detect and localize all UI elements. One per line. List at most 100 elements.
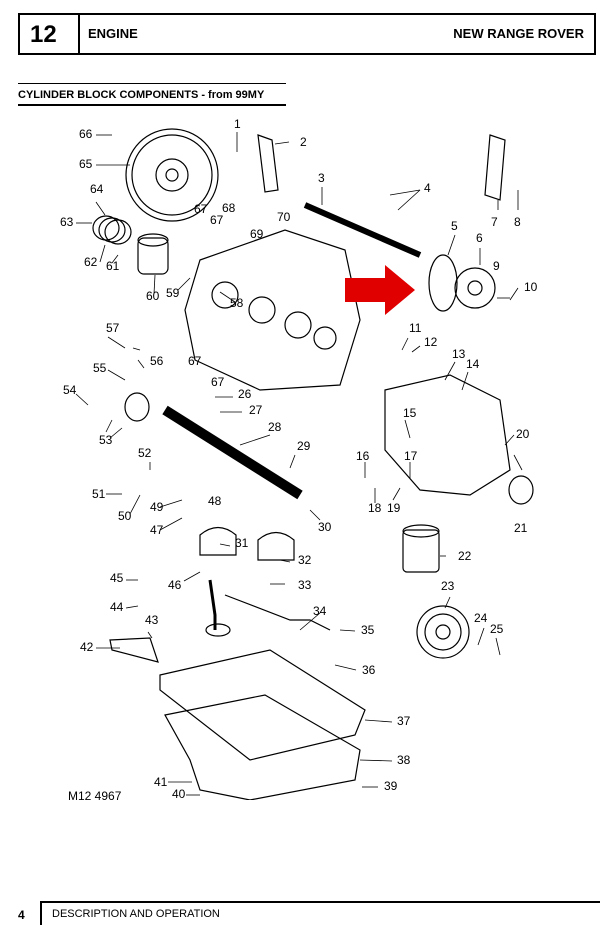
callout-16: 16 <box>356 449 370 463</box>
callout-58: 58 <box>230 296 244 310</box>
callout-14: 14 <box>466 357 480 371</box>
piston-rings-drawing <box>92 215 120 241</box>
callout-64: 64 <box>90 182 104 196</box>
callout-6: 6 <box>476 231 483 245</box>
callout-50: 50 <box>118 509 132 523</box>
callout-49: 49 <box>150 500 164 514</box>
footer-section-label: DESCRIPTION AND OPERATION <box>52 908 220 920</box>
footer-page-number: 4 <box>18 908 25 922</box>
section-number: 12 <box>30 21 57 48</box>
callout-34: 34 <box>313 604 327 618</box>
callout-7: 7 <box>491 215 498 229</box>
callout-67: 67 <box>210 213 224 227</box>
flywheel-drawing <box>125 128 219 222</box>
bearing-cap-drawing <box>199 526 237 556</box>
callout-15: 15 <box>403 406 417 420</box>
diagram-subtitle: CYLINDER BLOCK COMPONENTS - from 99MY <box>18 89 265 101</box>
callout-66: 66 <box>79 127 93 141</box>
callout-2: 2 <box>300 135 307 149</box>
oil-filter-drawing <box>402 529 440 573</box>
callout-46: 46 <box>168 578 182 592</box>
callout-55: 55 <box>93 361 107 375</box>
sump-gasket-drawing <box>159 649 366 761</box>
callout-26: 26 <box>238 387 252 401</box>
callout-62: 62 <box>84 255 98 269</box>
callout-11: 11 <box>409 321 422 335</box>
callout-21: 21 <box>514 521 528 535</box>
dipstick-tube-drawing <box>224 594 331 631</box>
callout-22: 22 <box>458 549 472 563</box>
highlight-arrow <box>345 265 415 315</box>
section-title: ENGINE <box>88 26 138 41</box>
camshaft-drawing <box>303 202 422 258</box>
callout-12: 12 <box>424 335 438 349</box>
front-seal-drawing <box>508 475 534 505</box>
callout-67: 67 <box>194 202 208 216</box>
callout-39: 39 <box>384 779 398 793</box>
callout-25: 25 <box>490 622 504 636</box>
rear-seal-drawing <box>124 392 150 422</box>
bracket-2-drawing <box>257 134 279 193</box>
crankshaft-drawing <box>162 405 303 500</box>
callout-33: 33 <box>298 578 312 592</box>
page-footer: DESCRIPTION AND OPERATION <box>40 901 600 925</box>
callout-48: 48 <box>208 494 222 508</box>
sprocket-drawing <box>454 267 496 309</box>
callout-32: 32 <box>298 553 312 567</box>
callout-40: 40 <box>172 787 186 800</box>
page-header: 12 ENGINE NEW RANGE ROVER <box>18 13 596 55</box>
callout-28: 28 <box>268 420 282 434</box>
baffle-drawing <box>109 637 159 663</box>
callout-54: 54 <box>63 383 77 397</box>
callout-56: 56 <box>150 354 164 368</box>
callout-4: 4 <box>424 181 431 195</box>
diagram-reference: M12 4967 <box>68 789 122 800</box>
callout-19: 19 <box>387 501 401 515</box>
oil-pickup-drawing <box>208 579 217 630</box>
callout-8: 8 <box>514 215 521 229</box>
crank-pulley-drawing <box>416 605 470 659</box>
callout-44: 44 <box>110 600 124 614</box>
timing-chain-drawing <box>428 254 458 312</box>
exploded-parts-diagram: 1234567891011121314151617181920212223242… <box>60 117 538 800</box>
product-name: NEW RANGE ROVER <box>453 26 584 41</box>
callout-5: 5 <box>451 219 458 233</box>
callout-52: 52 <box>138 446 152 460</box>
header-divider <box>78 15 80 53</box>
callout-1: 1 <box>234 117 241 131</box>
callout-35: 35 <box>361 623 375 637</box>
callout-45: 45 <box>110 571 124 585</box>
callout-37: 37 <box>397 714 411 728</box>
leader-lines <box>75 132 523 796</box>
callout-23: 23 <box>441 579 455 593</box>
callout-41: 41 <box>154 775 168 789</box>
callout-51: 51 <box>92 487 106 501</box>
component-drawings <box>92 128 534 800</box>
subtitle-rule <box>18 104 286 106</box>
callout-30: 30 <box>318 520 332 534</box>
callout-53: 53 <box>99 433 113 447</box>
callout-31: 31 <box>235 536 249 550</box>
callout-68: 68 <box>222 201 236 215</box>
callout-17: 17 <box>404 449 418 463</box>
callout-10: 10 <box>524 280 538 294</box>
callout-24: 24 <box>474 611 488 625</box>
piston-drawing <box>137 237 169 275</box>
callout-70: 70 <box>277 210 291 224</box>
callout-57: 57 <box>106 321 120 335</box>
callout-67: 67 <box>188 354 202 368</box>
callout-60: 60 <box>146 289 160 303</box>
callout-61: 61 <box>106 259 120 273</box>
callout-65: 65 <box>79 157 93 171</box>
callout-20: 20 <box>516 427 530 441</box>
callout-69: 69 <box>250 227 264 241</box>
callout-63: 63 <box>60 215 74 229</box>
subtitle-rule-top <box>18 83 286 84</box>
bracket-7-drawing <box>484 134 506 201</box>
callout-3: 3 <box>318 171 325 185</box>
callout-47: 47 <box>150 523 164 537</box>
callout-43: 43 <box>145 613 159 627</box>
front-cover-drawing <box>384 374 511 496</box>
callout-38: 38 <box>397 753 411 767</box>
